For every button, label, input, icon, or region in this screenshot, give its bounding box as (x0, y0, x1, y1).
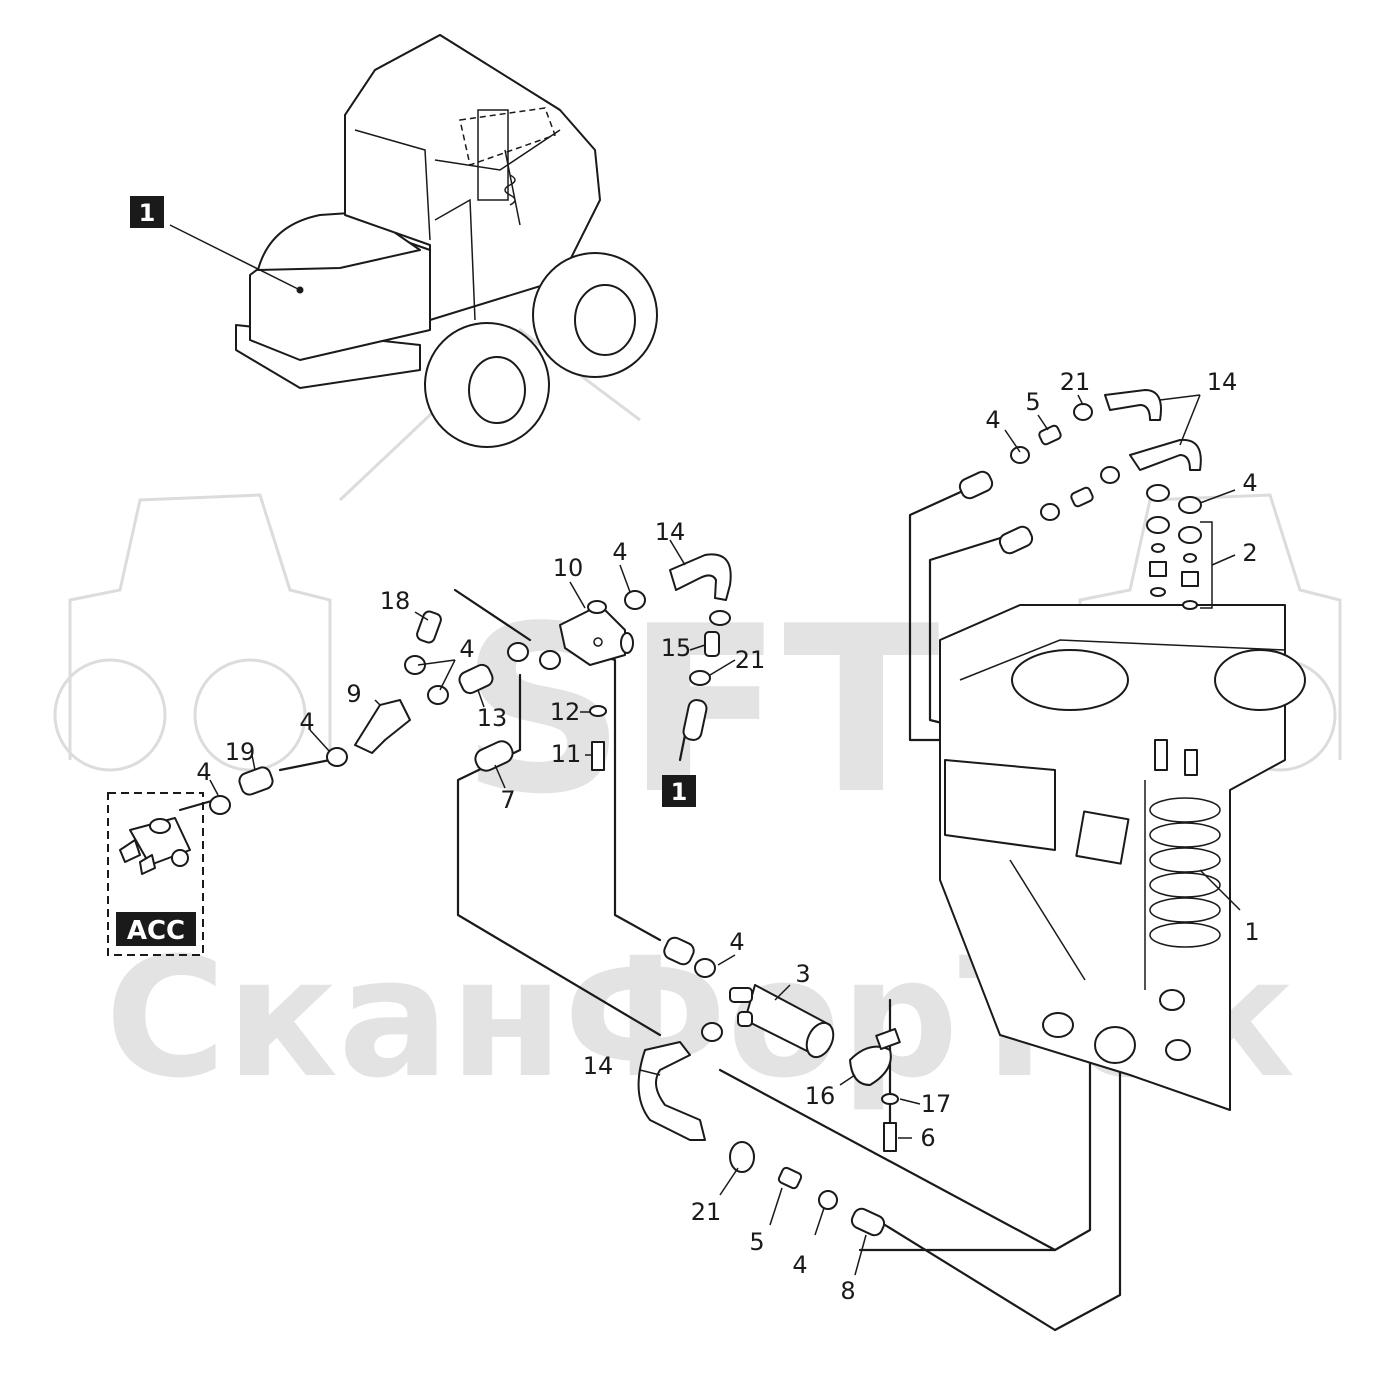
hose-clamps (209, 590, 646, 815)
callout-9: 9 (346, 680, 361, 708)
hose-7 (474, 740, 514, 772)
callout-17: 17 (921, 1090, 952, 1118)
callout-14: 14 (1207, 368, 1238, 396)
view-callout-top: 1 (130, 196, 164, 228)
callout-14: 14 (583, 1052, 614, 1080)
leader-lines (209, 394, 1241, 1276)
bracket-16 (849, 1045, 892, 1086)
callout-4: 4 (985, 406, 1000, 434)
callout-5: 5 (749, 1228, 764, 1256)
callout-6: 6 (920, 1124, 935, 1152)
callout-3: 3 (795, 960, 810, 988)
hose-14-lower (637, 1041, 706, 1141)
connector-15 (704, 631, 720, 657)
hose-14-upper (669, 553, 732, 601)
callout-21: 21 (1060, 368, 1091, 396)
connector-5-top (1038, 424, 1062, 446)
hose-13 (458, 663, 494, 695)
heater-coil-1 (1149, 797, 1221, 948)
clamp-21-lower (729, 1141, 755, 1173)
callout-4: 4 (612, 538, 627, 566)
callout-numbers: 21 14 5 4 4 2 1 14 4 10 18 4 15 21 9 12 … (196, 368, 1259, 1305)
callout-5: 5 (1025, 388, 1040, 416)
callout-4: 4 (196, 758, 211, 786)
hose-14-top-a (1104, 389, 1162, 421)
callout-7: 7 (500, 786, 515, 814)
left-hose-group (119, 590, 646, 875)
connector-5-lower (777, 1166, 803, 1190)
callout-18: 18 (380, 587, 411, 615)
hose-19 (238, 766, 274, 796)
hose-14-top-b (1129, 438, 1202, 471)
tee-fitting-acc (119, 817, 191, 875)
acc-label: ACC (127, 916, 185, 946)
callout-4: 4 (299, 708, 314, 736)
callout-15: 15 (661, 634, 692, 662)
washer-17 (881, 1093, 899, 1105)
callout-11: 11 (551, 740, 582, 768)
callout-13: 13 (477, 704, 508, 732)
callout-8: 8 (840, 1277, 855, 1305)
fitting-kit-2 (1146, 484, 1213, 610)
callout-10: 10 (553, 554, 584, 582)
callout-4: 4 (459, 635, 474, 663)
callout-4: 4 (729, 928, 744, 956)
callout-4: 4 (792, 1251, 807, 1279)
callout-12: 12 (550, 698, 581, 726)
accessory-group: ACC (107, 792, 204, 956)
callout-14: 14 (655, 518, 686, 546)
washer-12 (589, 705, 607, 717)
callout-1: 1 (1244, 918, 1259, 946)
heater-assembly (939, 389, 1306, 1111)
hose-18 (416, 610, 442, 644)
callout-2: 2 (1242, 539, 1257, 567)
callout-21: 21 (691, 1198, 722, 1226)
y-connector-9 (354, 699, 411, 754)
machine-overview-illustration (169, 34, 658, 448)
svg-text:1: 1 (671, 778, 688, 806)
svg-text:1: 1 (139, 199, 156, 227)
callout-16: 16 (805, 1082, 836, 1110)
bolt-6 (883, 1122, 897, 1152)
callout-21: 21 (735, 646, 766, 674)
valve-10-assembly (559, 553, 732, 771)
view-callout-ref: 1 (662, 775, 696, 807)
bolt-11 (591, 741, 605, 771)
callout-4: 4 (1242, 469, 1257, 497)
callout-19: 19 (225, 738, 256, 766)
filter-assembly (637, 936, 901, 1237)
hose-8 (850, 1207, 886, 1237)
